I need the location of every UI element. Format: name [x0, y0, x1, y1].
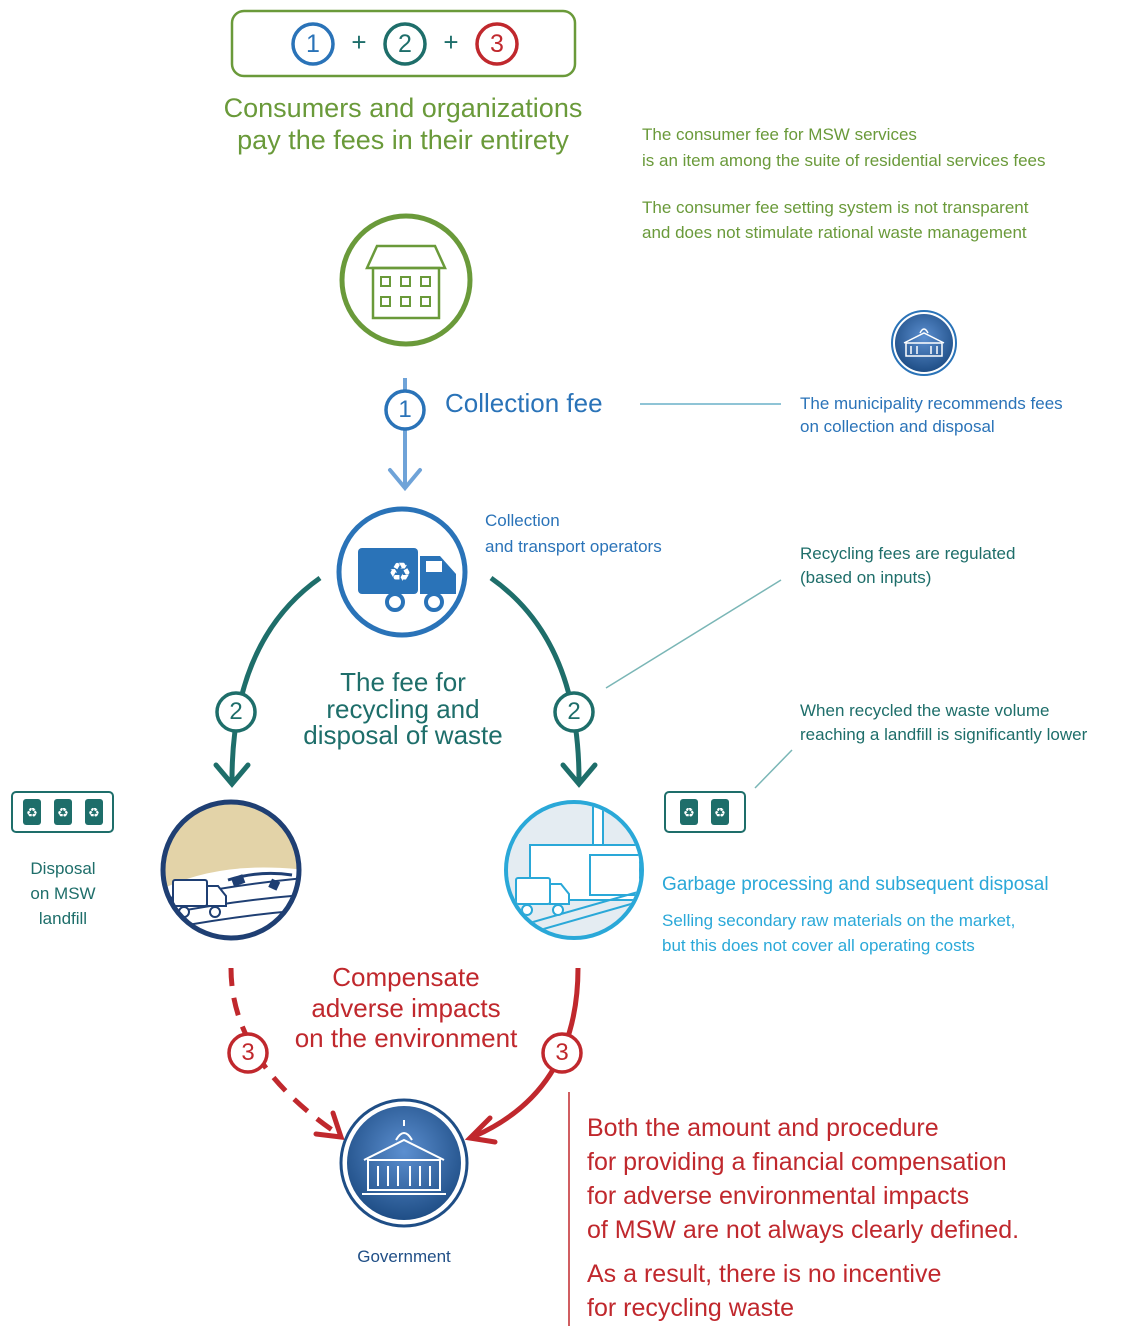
government-building-icon: [339, 1098, 469, 1228]
collection-fee-arrow: [384, 378, 426, 492]
recycling-bin-icon: ♻♻: [664, 791, 746, 833]
recycling-bin-icon: ♻ ♻ ♻: [11, 791, 114, 833]
formula-number-1: 1: [306, 30, 320, 58]
formula-plus-2: +: [443, 27, 459, 57]
svg-text:♻: ♻: [388, 558, 411, 588]
step-3-number-left: 3: [241, 1039, 255, 1066]
svg-text:♻: ♻: [26, 806, 38, 821]
page-title-line-2: pay the fees in their entirety: [237, 125, 569, 155]
recycling-fee-arrow-left: [213, 575, 322, 788]
conclusion-line-4: of MSW are not always clearly defined.: [587, 1216, 1020, 1244]
garbage-truck-icon: ♻: [336, 506, 468, 638]
recycling-fee-label-line-2: recycling and: [326, 694, 480, 724]
conclusion-line-1: Both the amount and procedure: [587, 1114, 939, 1142]
collection-fee-label: Collection fee: [445, 388, 603, 418]
house-icon: [339, 213, 473, 347]
consumer-fee-note-line-2: is an item among the suite of residentia…: [642, 151, 1046, 170]
step-3-number-right: 3: [555, 1039, 569, 1066]
conclusion-line-2: for providing a financial compensation: [587, 1148, 1007, 1176]
conclusion-line-6: for recycling waste: [587, 1294, 795, 1322]
operators-label-line-2: and transport operators: [485, 537, 662, 556]
conclusion-line-3: for adverse environmental impacts: [587, 1182, 970, 1210]
recycling-fee-label-line-1: The fee for: [340, 667, 466, 697]
svg-text:♻: ♻: [683, 806, 695, 821]
operators-label-line-1: Collection: [485, 511, 560, 530]
processing-plant-icon: [504, 800, 644, 940]
svg-text:♻: ♻: [57, 806, 69, 821]
compensation-label-line-2: adverse impacts: [311, 993, 501, 1023]
processing-title: Garbage processing and subsequent dispos…: [662, 874, 1049, 895]
landfill-volume-note-line-1: When recycled the waste volume: [800, 701, 1050, 720]
formula-circle-2: [383, 22, 427, 66]
page-title-line-1: Consumers and organizations: [223, 93, 583, 123]
processing-note-line-1: Selling secondary raw materials on the m…: [662, 911, 1016, 930]
formula-number-3: 3: [490, 30, 504, 58]
landfill-label-line-2: on MSW: [30, 884, 96, 903]
svg-text:♻: ♻: [714, 806, 726, 821]
formula-box: [230, 9, 577, 78]
consumer-fee-note-line-1: The consumer fee for MSW services: [642, 125, 917, 144]
compensation-label-line-1: Compensate: [332, 962, 480, 992]
processing-note-line-2: but this does not cover all operating co…: [662, 936, 975, 955]
formula-number-2: 2: [398, 30, 412, 58]
municipality-note-line-1: The municipality recommends fees: [800, 394, 1063, 413]
recycling-note-connector: [605, 579, 782, 689]
recycling-regulated-note-line-1: Recycling fees are regulated: [800, 544, 1016, 563]
step-1-number: 1: [398, 396, 412, 423]
municipal-building-icon: [891, 310, 957, 376]
formula-circle-3: [475, 22, 519, 66]
fee-system-note-line-2: and does not stimulate rational waste ma…: [642, 223, 1027, 242]
recycling-regulated-note-line-2: (based on inputs): [800, 568, 932, 587]
step-2-number-left: 2: [229, 698, 243, 725]
compensation-arrow-left: [227, 967, 345, 1140]
recycling-fee-label-line-3: disposal of waste: [303, 720, 503, 750]
government-label: Government: [357, 1247, 451, 1266]
landfill-label-line-1: Disposal: [30, 859, 96, 878]
fee-system-note-line-1: The consumer fee setting system is not t…: [642, 198, 1029, 217]
landfill-truck-icon: [160, 799, 302, 941]
landfill-label-line-3: landfill: [38, 909, 88, 928]
compensation-arrow-right: [464, 967, 583, 1145]
formula-plus-1: +: [351, 27, 367, 57]
compensation-label-line-3: on the environment: [294, 1023, 518, 1053]
conclusion-line-5: As a result, there is no incentive: [587, 1260, 942, 1288]
recycling-fee-arrow-right: [489, 575, 598, 788]
volume-note-connector: [754, 749, 793, 789]
landfill-volume-note-line-2: reaching a landfill is significantly low…: [800, 725, 1088, 744]
municipality-note-line-2: on collection and disposal: [800, 417, 995, 436]
svg-text:♻: ♻: [88, 806, 100, 821]
formula-circle-1: [291, 22, 335, 66]
step-2-number-right: 2: [567, 698, 581, 725]
